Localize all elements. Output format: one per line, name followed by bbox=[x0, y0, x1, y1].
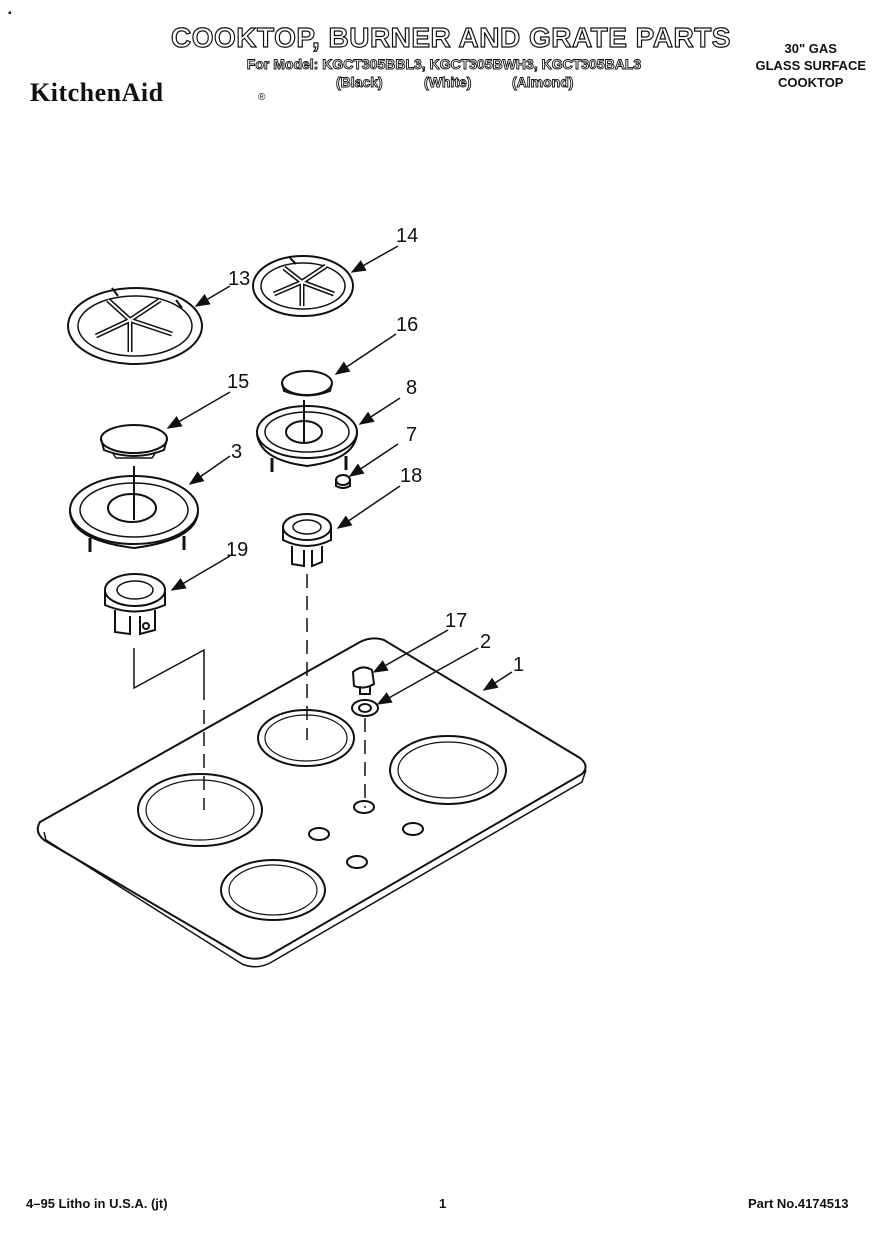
page-title: COOKTOP, BURNER AND GRATE PARTS bbox=[170, 21, 731, 53]
burner-base-large-part bbox=[69, 466, 199, 552]
product-line-2: GLASS SURFACE bbox=[755, 58, 866, 73]
registered-mark: ® bbox=[258, 92, 266, 103]
callout-18: 18 bbox=[400, 465, 422, 487]
callout-16: 16 bbox=[396, 314, 418, 336]
grate-small-part bbox=[252, 255, 354, 317]
callout-1: 1 bbox=[513, 654, 524, 676]
page-number: 1 bbox=[439, 1196, 447, 1211]
corner-mark: ▪ bbox=[8, 8, 12, 19]
knob-part bbox=[351, 666, 376, 695]
burner-cap-large-part bbox=[100, 424, 168, 459]
part-number: Part No.4174513 bbox=[748, 1196, 849, 1211]
burner-orifice-large-part bbox=[104, 573, 166, 636]
product-line-1: 30" GAS bbox=[784, 41, 837, 56]
assembly-lines bbox=[133, 574, 366, 810]
variant-black: (Black) bbox=[336, 74, 384, 91]
knob-bezel-part bbox=[351, 699, 379, 717]
callout-3: 3 bbox=[231, 441, 242, 463]
product-line-3: COOKTOP bbox=[777, 75, 844, 90]
nut-part bbox=[335, 474, 351, 489]
burner-cap-small-part bbox=[281, 370, 333, 397]
callout-2: 2 bbox=[480, 631, 491, 653]
callout-15: 15 bbox=[227, 371, 249, 393]
leader-arrows bbox=[166, 245, 513, 705]
cooktop-glass-part bbox=[36, 637, 587, 968]
burner-orifice-small-part bbox=[282, 513, 332, 568]
model-numbers: For Model: KGCT305BBL3, KGCT305BWH3, KGC… bbox=[246, 56, 642, 73]
print-info: 4–95 Litho in U.S.A. (jt) bbox=[26, 1196, 168, 1211]
product-description: 30" GAS GLASS SURFACE COOKTOP bbox=[755, 40, 866, 91]
grate-large-part bbox=[67, 287, 203, 365]
callout-7: 7 bbox=[406, 424, 417, 446]
callout-14: 14 bbox=[396, 225, 418, 247]
callout-8: 8 bbox=[406, 377, 417, 399]
callout-17: 17 bbox=[445, 610, 467, 632]
callout-13: 13 bbox=[228, 268, 250, 290]
variant-white: (White) bbox=[424, 74, 472, 91]
variant-almond: (Almond) bbox=[512, 74, 574, 91]
burner-base-small-part bbox=[256, 400, 358, 472]
callout-19: 19 bbox=[226, 539, 248, 561]
brand-logo: KitchenAid bbox=[30, 78, 164, 107]
